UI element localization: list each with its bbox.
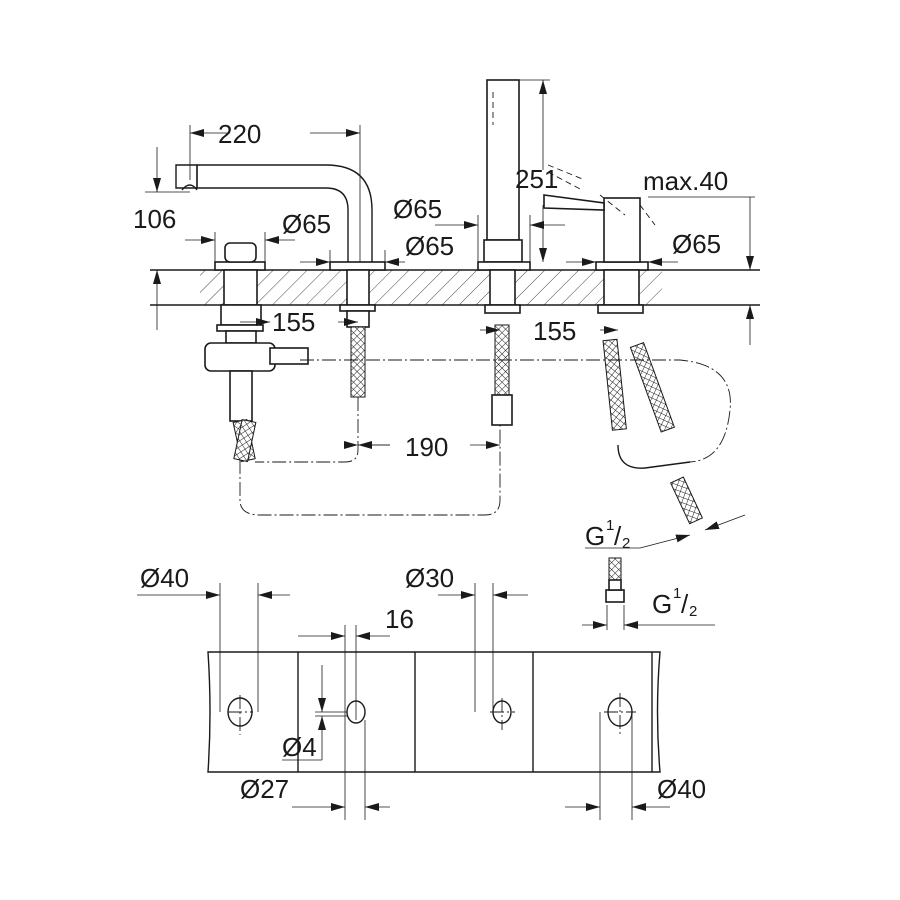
dim-cutout-dia-spout: Ø27 [240, 774, 289, 804]
dim-spacing-mid: 190 [405, 432, 448, 462]
dim-dia-mixer: Ø65 [672, 229, 721, 259]
dimension-lines [145, 79, 755, 549]
dim-deck-max: max.40 [643, 166, 728, 196]
dim-cutout-dia-mid: Ø30 [405, 563, 454, 593]
single-lever-mixer [543, 164, 704, 525]
dim-dia-spout: Ø65 [405, 231, 454, 261]
dim-spacing-right: 155 [533, 316, 576, 346]
dim-spacing-left: 155 [272, 307, 315, 337]
thread-num: 1 [606, 517, 614, 534]
dim-shower-height: 251 [515, 164, 558, 194]
hand-shower [477, 79, 531, 426]
thread-slash: / [681, 589, 689, 619]
hose-route-left [239, 425, 501, 516]
dim-dia-valve: Ø65 [282, 209, 331, 239]
dim-cutout-dia-right: Ø40 [657, 774, 706, 804]
dim-thread-hose: G 1 / 2 [585, 517, 630, 552]
hose-route-right [300, 359, 731, 463]
cutout-plan [137, 557, 715, 820]
dim-spout-reach: 220 [218, 119, 261, 149]
dim-cutout-offset: 16 [385, 604, 414, 634]
thread-den: 2 [622, 535, 630, 552]
thread-slash: / [614, 521, 622, 551]
thread-base: G [652, 589, 672, 619]
hose-route-mid [255, 397, 359, 463]
thread-den: 2 [689, 603, 697, 620]
valve-handle [204, 242, 309, 463]
dim-cutout-dia-left: Ø40 [140, 563, 189, 593]
dim-cutout-thread: G 1 / 2 [652, 585, 697, 620]
dim-dia-shower-top: Ø65 [393, 194, 442, 224]
thread-base: G [585, 521, 605, 551]
dim-cutout-dia-pin: Ø4 [282, 732, 317, 762]
thread-num: 1 [673, 585, 681, 602]
dim-spout-height: 106 [133, 204, 176, 234]
